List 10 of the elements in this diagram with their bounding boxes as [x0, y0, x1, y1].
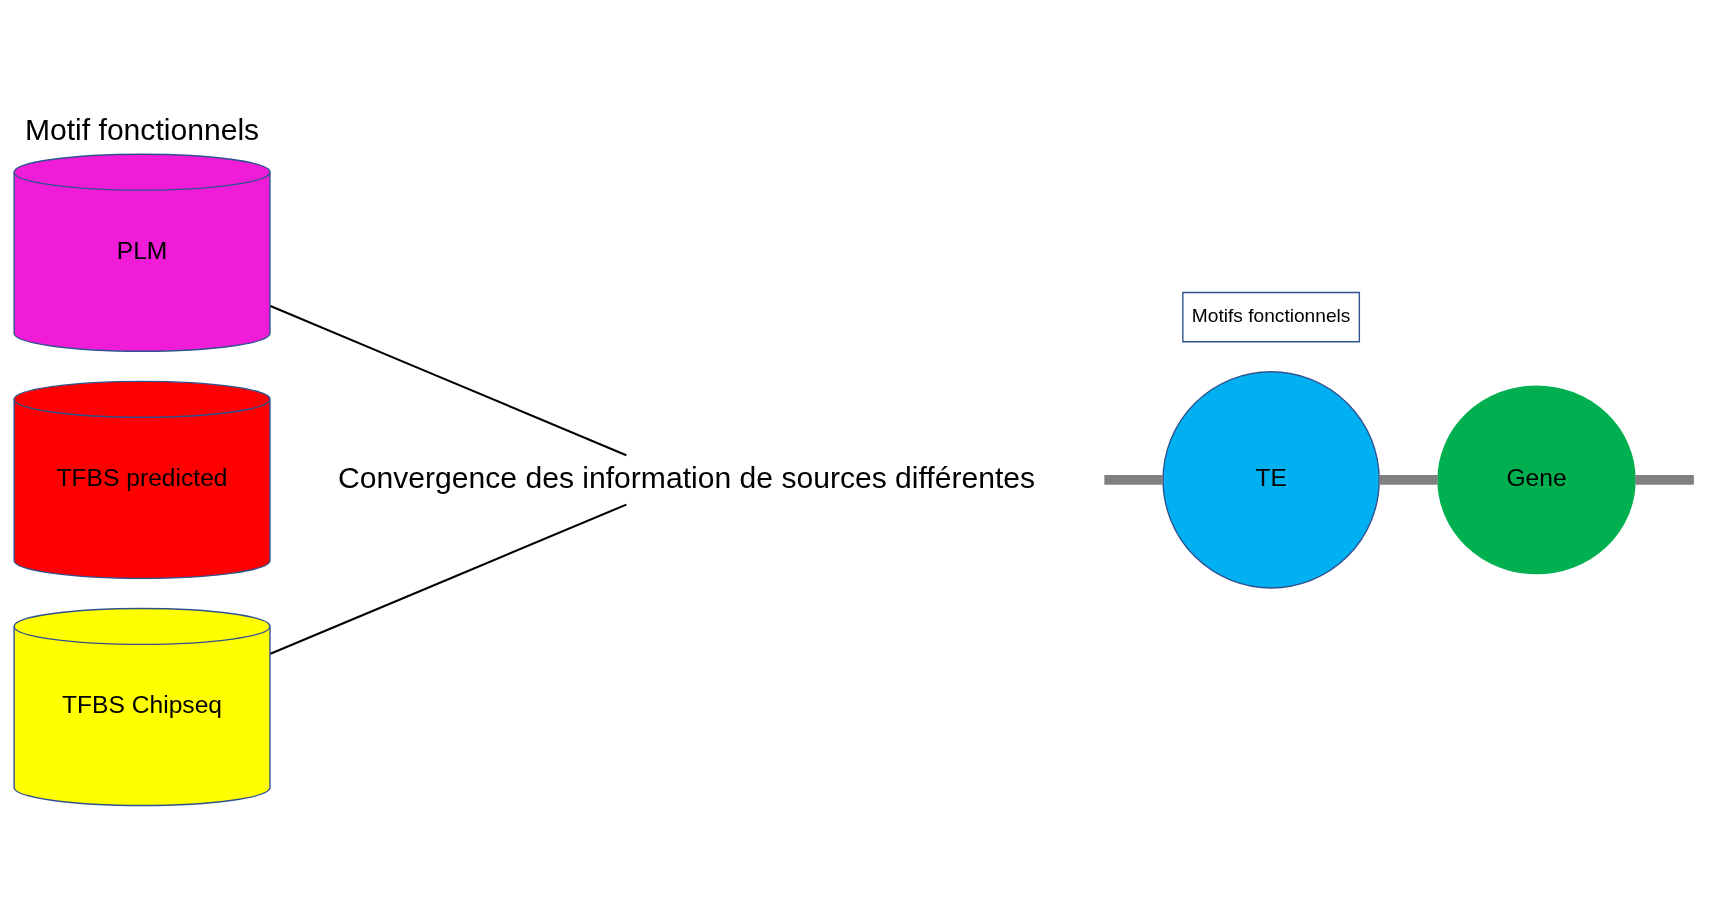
node-text: Convergence des information de sources différentes [338, 460, 1036, 494]
connector [270, 305, 627, 457]
connector [1379, 475, 1438, 485]
connector [270, 503, 627, 655]
node-box: Motifs fonctionnels [1182, 291, 1361, 343]
diagram-title: Motif fonctionnels [24, 113, 260, 147]
connector [1635, 475, 1694, 485]
node-circle: Gene [1437, 385, 1636, 575]
connector [1104, 475, 1163, 485]
node-circle: TE [1162, 371, 1380, 589]
